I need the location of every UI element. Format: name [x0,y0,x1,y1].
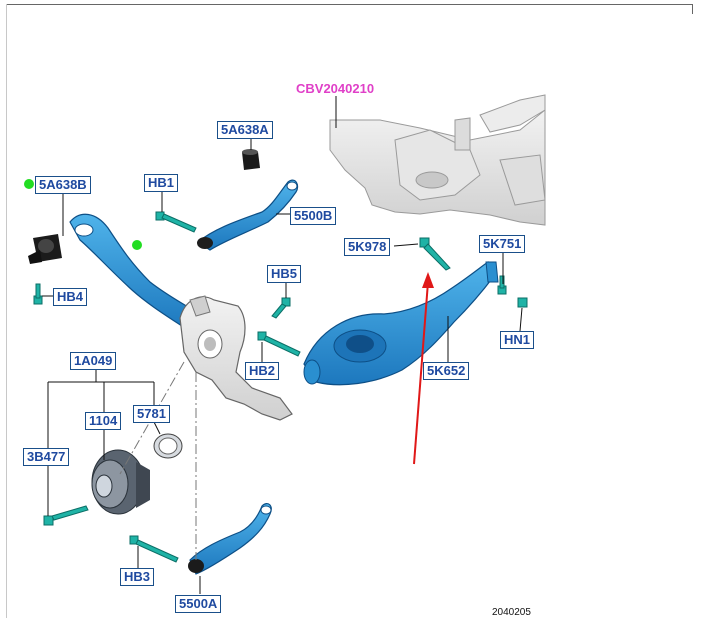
lower-link-5500a-part [188,502,272,575]
nut-hn1 [517,297,528,308]
frame-top-border [6,4,692,5]
leader-lines [42,96,523,594]
callout-hb4[interactable]: HB4 [53,288,88,306]
callout-hb1[interactable]: HB1 [144,174,179,192]
bushing-5a638a-part [242,149,260,170]
bolt-hb1 [155,211,197,233]
bushing-5a638b-part [28,234,62,264]
frame-left-border [6,4,7,618]
trailing-arm-part [69,213,197,331]
callout-5500b[interactable]: 5500B [290,207,337,225]
highlight-dot-trailing-arm [132,240,142,250]
bolt-5k751 [497,275,507,295]
bolt-hb3 [129,535,179,563]
highlight-dot-5a638b [24,179,34,189]
callout-5a638b[interactable]: 5A638B [35,176,91,194]
callout-hn1[interactable]: HN1 [500,331,535,349]
figure-number: 2040205 [492,607,531,618]
callout-1a049[interactable]: 1A049 [70,352,117,370]
callout-5k978[interactable]: 5K978 [344,238,391,256]
callout-hb2[interactable]: HB2 [245,362,280,380]
knuckle-part [179,295,293,421]
subframe-code-label: CBV2040210 [296,81,375,96]
upper-arm-5500b-part [196,179,299,251]
callout-5500a[interactable]: 5500A [175,595,222,613]
bolt-hb4 [33,283,43,305]
callout-hb3[interactable]: HB3 [120,568,155,586]
callout-5781[interactable]: 5781 [133,405,170,423]
frame-right-border [692,4,693,14]
centerline [119,361,197,560]
subframe-part [329,94,546,226]
callout-5a638a[interactable]: 5A638A [217,121,273,139]
lower-arm-5k652-part [303,261,499,386]
bolt-3b477 [43,505,89,526]
callout-3b477[interactable]: 3B477 [23,448,70,466]
bolts [33,211,528,563]
red-arrow-indicator [413,272,434,465]
bearing-5781-part [153,433,183,459]
bolt-hb2 [257,331,301,357]
callout-5k652[interactable]: 5K652 [423,362,470,380]
bolt-hb5 [271,297,291,319]
callout-5k751[interactable]: 5K751 [479,235,526,253]
wheel-hub-1104-part [91,449,150,515]
callout-hb5[interactable]: HB5 [267,265,302,283]
callout-1104[interactable]: 1104 [85,412,122,430]
bolt-5k978 [419,237,451,271]
